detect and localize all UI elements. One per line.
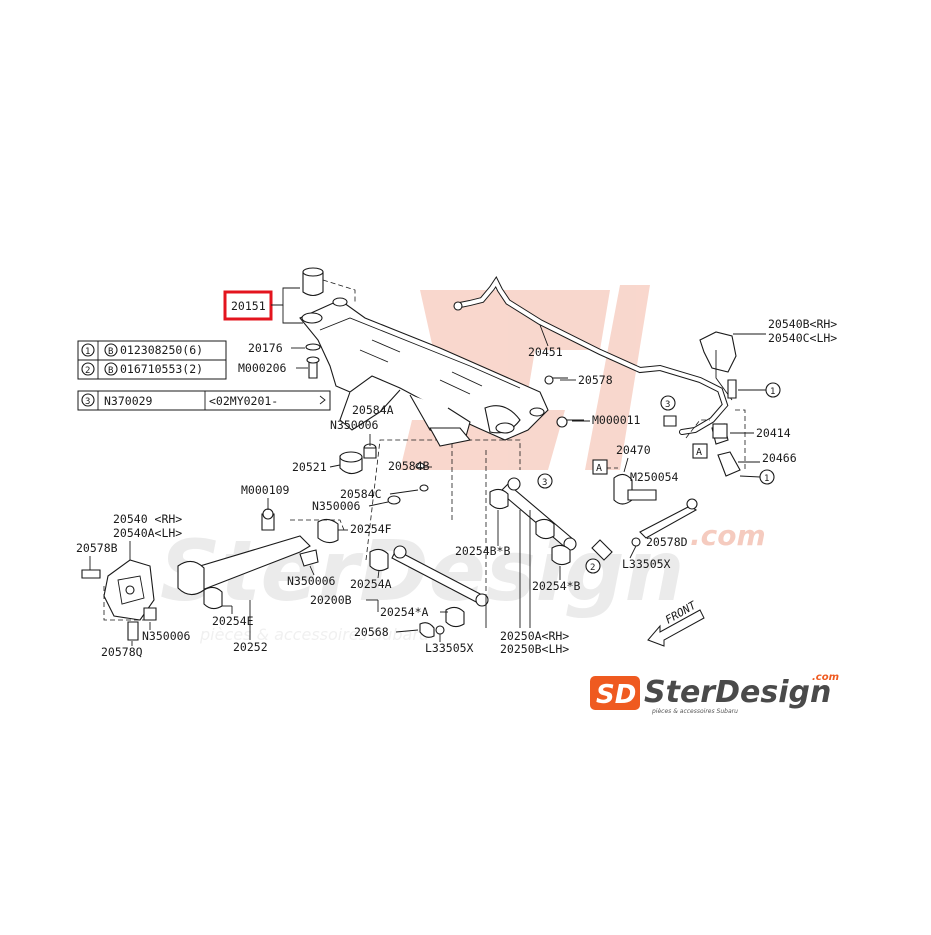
fastener-cluster[interactable] xyxy=(339,375,584,505)
callout-20176[interactable]: 20176 xyxy=(248,341,283,355)
circle-marker-1-b: 1 xyxy=(764,474,769,484)
callout-20540B-RH[interactable]: 20540B<RH> xyxy=(768,317,837,331)
callout-20254-star-B[interactable]: 20254*B xyxy=(532,579,581,593)
callout-N350006-c[interactable]: N350006 xyxy=(287,574,336,588)
callout-20250B-LH[interactable]: 20250B<LH> xyxy=(500,642,569,656)
trailing-arm-bracket-left[interactable] xyxy=(81,559,157,641)
callout-20540C-LH[interactable]: 20540C<LH> xyxy=(768,331,837,345)
callout-20254F[interactable]: 20254F xyxy=(350,522,392,536)
callout-20540A-LH[interactable]: 20540A<LH> xyxy=(113,526,182,540)
callout-20451[interactable]: 20451 xyxy=(528,345,563,359)
callout-N350006-a[interactable]: N350006 xyxy=(330,418,379,432)
callout-20254B-B[interactable]: 20254B*B xyxy=(455,544,510,558)
legend-row1-index: 1 xyxy=(85,347,90,357)
callout-20578B[interactable]: 20578B xyxy=(76,541,118,555)
callout-N350006-b[interactable]: N350006 xyxy=(312,499,361,513)
logo-tagline: pièces & accessoires Subaru xyxy=(651,708,738,715)
circle-marker-2: 2 xyxy=(590,563,595,573)
highlighted-part-20151[interactable]: 20151 xyxy=(223,287,303,324)
lateral-link-assembly[interactable] xyxy=(365,432,577,638)
ref-marker-A-2: A xyxy=(596,463,602,474)
callout-M250054[interactable]: M250054 xyxy=(630,470,679,484)
legend-row1-bolt-marker: B xyxy=(108,347,113,357)
legend-row2-index: 2 xyxy=(85,366,90,376)
callout-20584B[interactable]: 20584B xyxy=(388,459,430,473)
callout-L33505X-b[interactable]: L33505X xyxy=(425,641,474,655)
legend-row3-part: N370029 xyxy=(104,394,153,408)
callout-20470[interactable]: 20470 xyxy=(616,443,651,457)
legend-row2-bolt-marker: B xyxy=(108,366,113,376)
stabilizer-bar[interactable] xyxy=(453,276,729,435)
callout-20254-star-A[interactable]: 20254*A xyxy=(380,605,429,619)
callout-20568[interactable]: 20568 xyxy=(354,625,389,639)
legend-row2-part: 016710553(2) xyxy=(120,362,203,376)
callout-20254A[interactable]: 20254A xyxy=(350,577,392,591)
callout-20578Q[interactable]: 20578Q xyxy=(101,645,143,659)
callout-20250A-RH[interactable]: 20250A<RH> xyxy=(500,629,569,643)
ref-marker-A-1: A xyxy=(696,447,702,458)
callout-20584A[interactable]: 20584A xyxy=(352,403,394,417)
callout-20578[interactable]: 20578 xyxy=(578,373,613,387)
callout-M000109[interactable]: M000109 xyxy=(241,483,290,497)
callout-20521[interactable]: 20521 xyxy=(292,460,327,474)
circle-marker-3-b: 3 xyxy=(542,478,547,488)
sterdesign-logo: SD SterDesign .com pièces & accessoires … xyxy=(590,672,839,715)
circle-marker-1-a: 1 xyxy=(770,387,775,397)
callout-L33505X-a[interactable]: L33505X xyxy=(622,557,671,571)
callout-20252[interactable]: 20252 xyxy=(233,640,268,654)
fastener-legend: 1 B 012308250(6) 2 B 016710553(2) 3 N370… xyxy=(77,340,331,411)
callout-labels: 20176 M000206 20451 20578 20540B<RH> 205… xyxy=(76,317,837,659)
callout-20578D[interactable]: 20578D xyxy=(646,535,688,549)
watermark-com: .com xyxy=(690,519,766,552)
legend-row1-part: 012308250(6) xyxy=(120,343,203,357)
callout-M000011[interactable]: M000011 xyxy=(592,413,641,427)
callout-20466[interactable]: 20466 xyxy=(762,451,797,465)
callout-20151[interactable]: 20151 xyxy=(231,299,266,313)
callout-M000206[interactable]: M000206 xyxy=(238,361,287,375)
callout-20414[interactable]: 20414 xyxy=(756,426,791,440)
legend-row3-index: 3 xyxy=(85,397,90,407)
logo-badge-text: SD xyxy=(596,680,636,710)
callout-20200B[interactable]: 20200B xyxy=(310,593,352,607)
callout-20584C[interactable]: 20584C xyxy=(340,487,382,501)
logo-badge xyxy=(590,676,640,710)
legend-row3-applicability: <02MY0201- xyxy=(209,394,278,408)
callout-20540-RH[interactable]: 20540 <RH> xyxy=(113,512,182,526)
watermark-tagline: pièces & accessoires Subaru xyxy=(199,625,429,644)
logo-com: .com xyxy=(812,672,839,683)
callout-20254E[interactable]: 20254E xyxy=(212,614,254,628)
reference-markers: A A 1 1 2 3 3 xyxy=(537,382,781,574)
callout-N350006-d[interactable]: N350006 xyxy=(142,629,191,643)
circle-marker-3-a: 3 xyxy=(665,400,670,410)
logo-brand: SterDesign xyxy=(644,675,831,710)
trailing-arm[interactable] xyxy=(177,508,345,610)
